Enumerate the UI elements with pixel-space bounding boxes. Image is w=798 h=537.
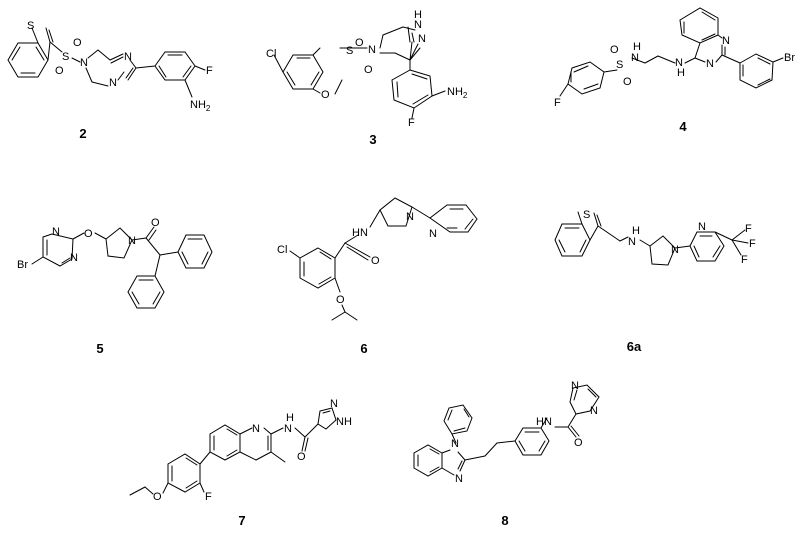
svg-text:H: H: [633, 41, 641, 53]
svg-text:N: N: [706, 58, 714, 70]
svg-text:Cl: Cl: [266, 48, 276, 60]
structure-compound-3: [273, 26, 446, 119]
svg-text:O: O: [610, 44, 619, 56]
compound-label-6: 6: [360, 341, 368, 356]
svg-text:O: O: [73, 37, 82, 49]
svg-text:N: N: [80, 57, 88, 69]
svg-text:N: N: [675, 57, 683, 69]
svg-text:S: S: [62, 51, 69, 63]
svg-text:N: N: [330, 398, 338, 410]
svg-text:O: O: [355, 37, 364, 49]
svg-text:Cl: Cl: [277, 244, 287, 256]
svg-text:O: O: [574, 437, 583, 449]
atom-labels-compound-2: S O S O N N N F NH2: [27, 20, 213, 113]
svg-text:N: N: [128, 235, 136, 247]
svg-text:F: F: [205, 491, 212, 503]
svg-text:F: F: [554, 97, 561, 109]
structure-compound-2: [7, 27, 206, 98]
atom-labels-compound-3: Cl O S O N H N N O NH2 F: [266, 9, 468, 129]
atom-labels-compound-5: N N Br O N O: [17, 217, 160, 271]
svg-text:F: F: [206, 65, 213, 77]
svg-text:NH2: NH2: [447, 86, 468, 100]
svg-text:O: O: [623, 76, 632, 88]
structure-compound-7: [129, 407, 337, 496]
structure-compound-6: [289, 197, 478, 321]
svg-text:F: F: [749, 238, 756, 250]
compound-label-4: 4: [679, 119, 687, 134]
svg-text:H: H: [286, 412, 294, 424]
svg-text:N: N: [722, 35, 730, 47]
svg-text:N: N: [451, 438, 459, 450]
svg-text:N: N: [368, 44, 376, 56]
svg-text:O: O: [55, 65, 64, 77]
svg-text:S: S: [27, 20, 34, 32]
svg-text:O: O: [153, 491, 162, 503]
svg-text:NH: NH: [336, 416, 352, 428]
atom-labels-compound-6: Cl HN O O N N: [277, 211, 437, 306]
svg-text:O: O: [151, 217, 160, 229]
svg-text:N: N: [414, 19, 422, 31]
svg-text:Br: Br: [17, 259, 28, 271]
svg-text:H: H: [414, 9, 422, 21]
structure-compound-6a: [554, 211, 749, 266]
svg-text:N: N: [571, 380, 579, 392]
compound-label-6a: 6a: [626, 339, 642, 354]
compound-label-3: 3: [369, 132, 377, 147]
svg-text:H: H: [632, 225, 640, 237]
atom-labels-compound-8: N N HN O N N: [451, 380, 598, 485]
svg-text:H: H: [677, 67, 685, 79]
svg-text:NH2: NH2: [190, 99, 211, 113]
svg-text:N: N: [671, 244, 679, 256]
compound-label-7: 7: [238, 513, 246, 528]
svg-text:N: N: [698, 221, 706, 233]
structure-compound-5: [31, 226, 213, 309]
structure-compound-8: [413, 384, 600, 477]
svg-text:S: S: [583, 209, 590, 221]
svg-text:F: F: [408, 117, 415, 129]
compound-label-8: 8: [501, 513, 509, 528]
svg-text:N: N: [124, 51, 132, 63]
svg-text:O: O: [364, 64, 373, 76]
svg-text:N: N: [284, 423, 292, 435]
svg-text:HN: HN: [536, 416, 552, 428]
svg-text:O: O: [84, 228, 93, 240]
svg-text:F: F: [745, 223, 752, 235]
svg-text:O: O: [371, 255, 380, 267]
svg-text:N: N: [418, 33, 426, 45]
compound-label-2: 2: [79, 126, 87, 141]
svg-text:O: O: [297, 451, 306, 463]
svg-text:N: N: [52, 226, 60, 238]
svg-text:N: N: [109, 77, 117, 89]
svg-text:N: N: [455, 473, 463, 485]
svg-text:S: S: [346, 45, 353, 57]
svg-text:N: N: [406, 211, 414, 223]
svg-text:F: F: [741, 254, 748, 266]
svg-text:N: N: [590, 405, 598, 417]
svg-text:Br: Br: [784, 52, 795, 64]
compound-label-5: 5: [96, 341, 104, 356]
structure-compound-4: [559, 7, 784, 97]
atom-labels-compound-6a: S H N N N F F F: [583, 209, 756, 266]
svg-text:HN: HN: [352, 227, 368, 239]
svg-text:N: N: [70, 252, 78, 264]
atom-labels-compound-4: F O S O H N N H N N Br: [554, 35, 795, 109]
svg-text:N: N: [631, 52, 639, 64]
svg-text:O: O: [336, 294, 345, 306]
svg-text:O: O: [321, 89, 330, 101]
atom-labels-compound-7: O F N H N O N NH: [153, 398, 352, 503]
svg-text:N: N: [252, 423, 260, 435]
svg-text:S: S: [616, 59, 623, 71]
svg-text:N: N: [429, 228, 437, 240]
svg-text:N: N: [628, 236, 636, 248]
